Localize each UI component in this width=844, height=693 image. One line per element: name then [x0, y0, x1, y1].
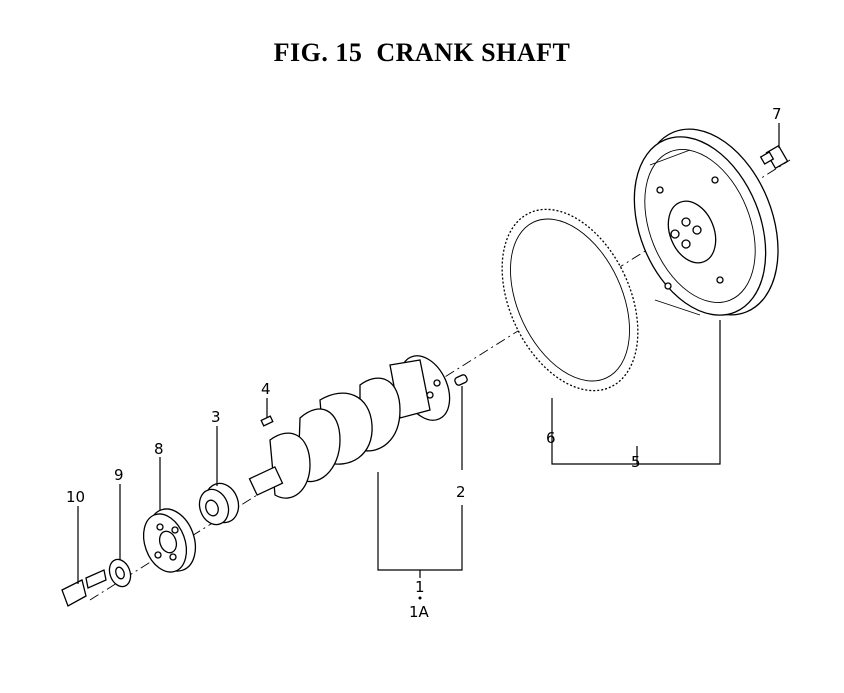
flywheel-bolt [759, 144, 789, 170]
callout-4: 4 [261, 380, 271, 398]
callout-6: 6 [546, 429, 556, 447]
crankshaft [248, 355, 451, 499]
callout-8: 8 [154, 440, 164, 458]
callout-10: 10 [66, 488, 85, 506]
callout-1-dot [418, 596, 422, 600]
pulley-bolt [61, 569, 107, 607]
callout-3: 3 [211, 408, 221, 426]
dowel-pin [454, 374, 468, 386]
ring-gear [501, 208, 639, 392]
callout-1: 1 [415, 578, 425, 596]
leader-lines [77, 123, 780, 584]
crank-key [260, 415, 274, 427]
callout-1a: 1A [409, 603, 430, 621]
callout-2: 2 [456, 483, 466, 501]
flywheel [633, 128, 779, 316]
callout-7: 7 [772, 105, 782, 123]
callout-5: 5 [631, 453, 641, 471]
figure-title: FIG. 15 CRANK SHAFT [273, 38, 571, 67]
crank-gear [198, 482, 240, 526]
washer [108, 558, 132, 588]
crank-pulley [142, 508, 197, 573]
callout-9: 9 [114, 466, 124, 484]
